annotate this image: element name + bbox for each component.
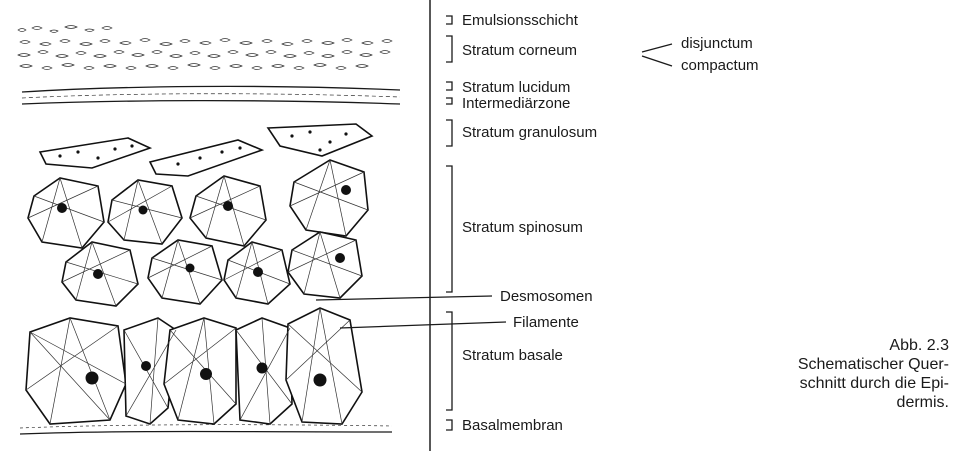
- label-lucidum: Stratum lucidum: [462, 79, 570, 96]
- caption-line-2: Schematischer Quer-: [719, 355, 949, 374]
- caption-line-4: dermis.: [719, 393, 949, 412]
- label-disjunctum: disjunctum: [681, 35, 753, 52]
- figure-caption: Abb. 2.3 Schematischer Quer- schnitt dur…: [719, 336, 949, 412]
- label-desmosomen: Desmosomen: [500, 288, 593, 305]
- corneum-scales: [18, 26, 392, 70]
- label-granulosum: Stratum granulosum: [462, 124, 597, 141]
- label-basale: Stratum basale: [462, 347, 563, 364]
- label-spinosum: Stratum spinosum: [462, 219, 583, 236]
- corneum-split-lines: [642, 44, 672, 66]
- label-compactum: compactum: [681, 57, 759, 74]
- label-basalmembran: Basalmembran: [462, 417, 563, 434]
- caption-line-1: Abb. 2.3: [719, 336, 949, 355]
- label-emulsion: Emulsionsschicht: [462, 12, 579, 29]
- lucidum-band: [22, 86, 400, 104]
- layer-brackets: [446, 16, 452, 430]
- spinosum-cells: [28, 160, 368, 306]
- basale-cells: [26, 308, 362, 424]
- label-intermediate: Intermediärzone: [462, 95, 570, 112]
- label-corneum: Stratum corneum: [462, 42, 577, 59]
- basal-membrane: [20, 425, 392, 434]
- caption-line-3: schnitt durch die Epi-: [719, 374, 949, 393]
- label-filamente: Filamente: [513, 314, 579, 331]
- filamente-leader: [340, 322, 506, 328]
